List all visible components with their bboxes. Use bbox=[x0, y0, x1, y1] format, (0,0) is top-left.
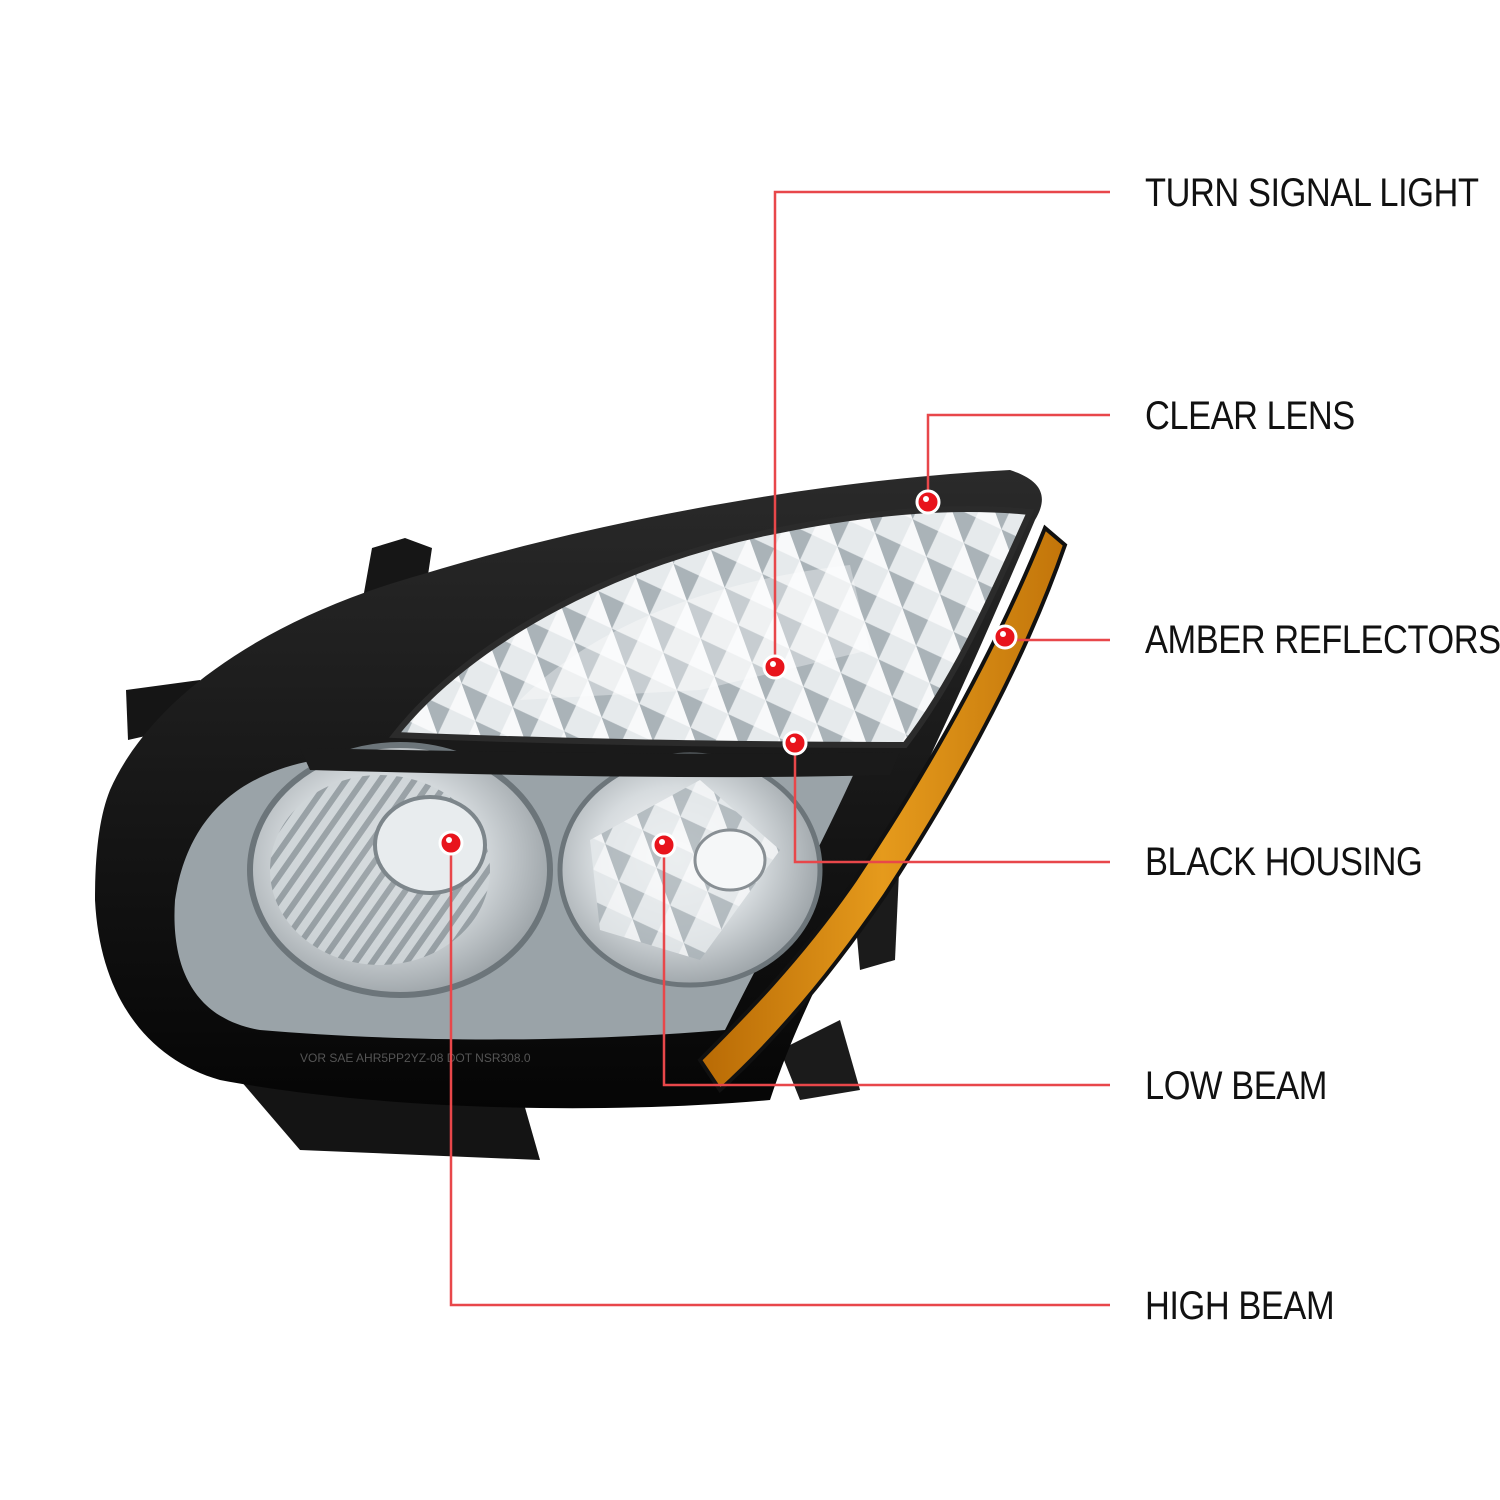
lens-marking: VOR SAE AHR5PP2YZ-08 DOT NSR308.0 bbox=[300, 1051, 531, 1065]
label-turn-signal-light: TURN SIGNAL LIGHT bbox=[1145, 171, 1479, 215]
leader-lines bbox=[449, 190, 1110, 1307]
leader-line-low-beam bbox=[662, 845, 1110, 1087]
leader-line-clear-lens bbox=[926, 413, 1110, 502]
marker-dot-low-beam bbox=[651, 832, 677, 858]
high-beam-bowl bbox=[247, 742, 553, 998]
label-clear-lens: CLEAR LENS bbox=[1145, 394, 1355, 438]
label-high-beam: HIGH BEAM bbox=[1145, 1284, 1335, 1328]
marker-dot-clear-lens bbox=[915, 489, 941, 515]
callout-markers bbox=[438, 489, 1018, 858]
marker-dot-high-beam bbox=[438, 830, 464, 856]
marker-dot-amber-reflectors bbox=[992, 624, 1018, 650]
marker-dot-turn-signal bbox=[762, 654, 788, 680]
label-black-housing: BLACK HOUSING bbox=[1145, 840, 1423, 884]
leader-line-black-housing bbox=[793, 743, 1110, 864]
leader-line-high-beam bbox=[449, 843, 1110, 1307]
amber-reflector-shape bbox=[697, 524, 1068, 1094]
label-amber-reflectors: AMBER REFLECTORS bbox=[1145, 618, 1500, 662]
low-beam-bowl bbox=[557, 752, 823, 988]
marker-dot-black-housing bbox=[782, 730, 808, 756]
leader-line-turn-signal bbox=[773, 190, 1110, 667]
label-low-beam: LOW BEAM bbox=[1145, 1064, 1327, 1108]
upper-lens-shape bbox=[389, 506, 1035, 749]
